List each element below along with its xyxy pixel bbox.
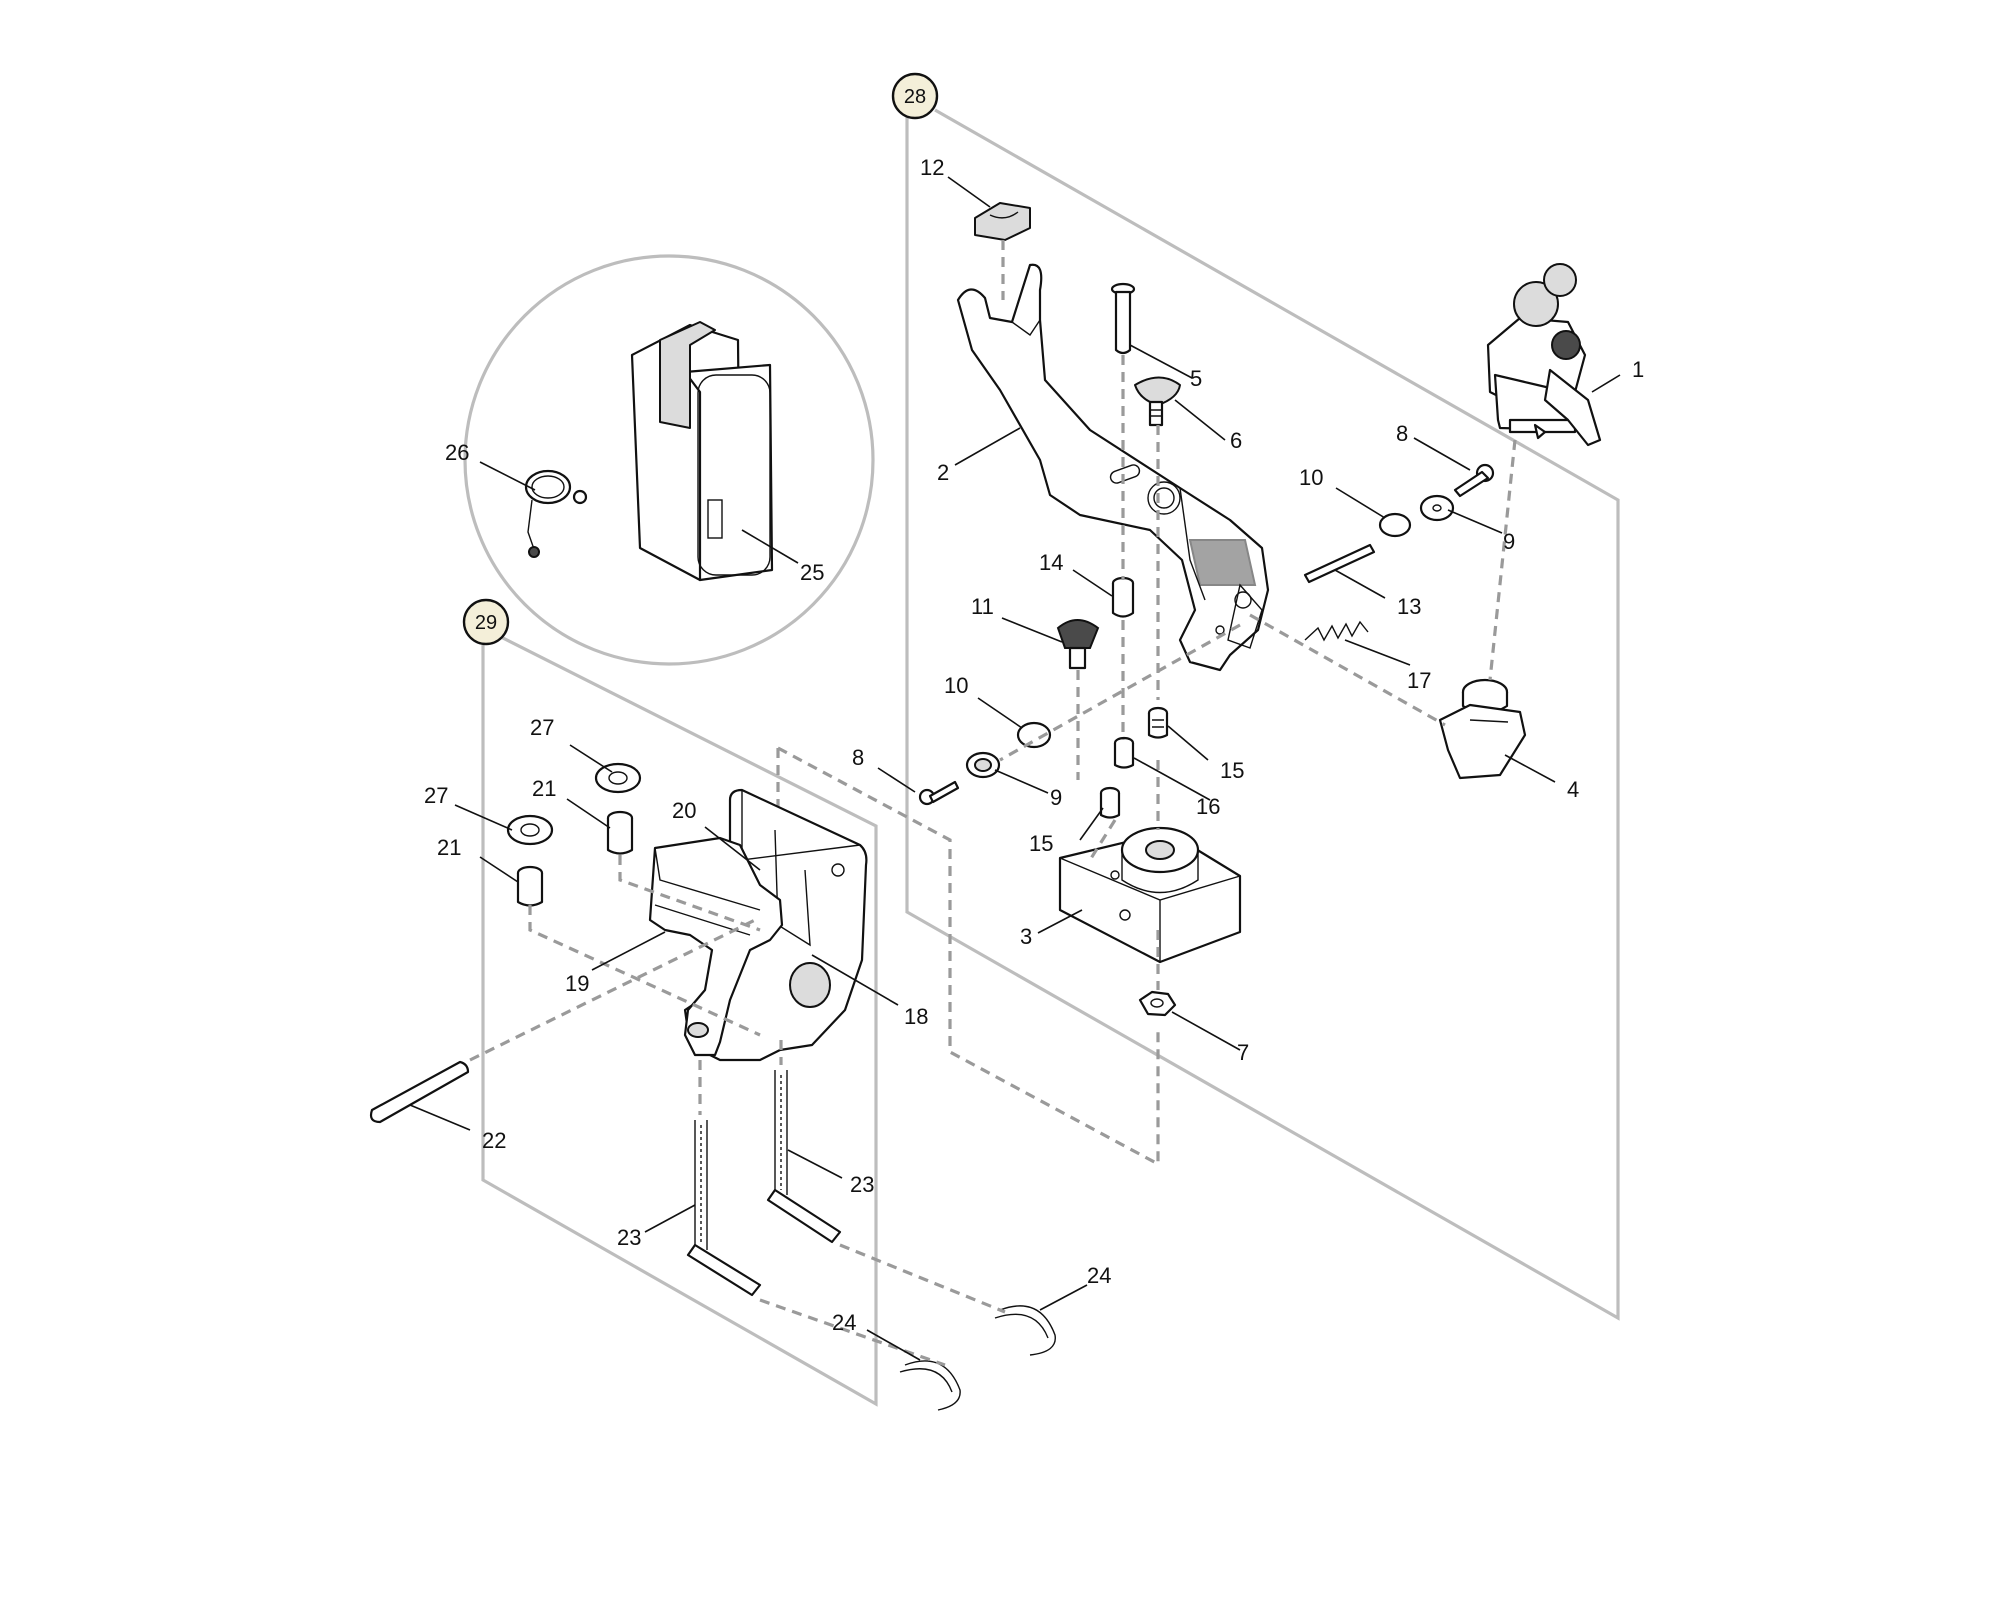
callout-27b: 27	[424, 783, 448, 808]
sleeve-part-16	[1113, 736, 1135, 769]
callout-13: 13	[1397, 594, 1421, 619]
callout-4: 4	[1567, 777, 1579, 802]
bushing-part-21b	[516, 865, 544, 907]
callout-16: 16	[1196, 794, 1220, 819]
group-marker-29-text: 29	[475, 612, 497, 634]
callout-8a: 8	[1396, 421, 1408, 446]
callout-15a: 15	[1220, 758, 1244, 783]
callout-26: 26	[445, 440, 469, 465]
callout-1: 1	[1632, 357, 1644, 382]
assembly-frame-29	[481, 633, 878, 1407]
washer-part-27a	[594, 762, 642, 794]
washer-part-10b	[1016, 721, 1052, 749]
pin-part-22	[369, 1060, 470, 1124]
callout-17: 17	[1407, 668, 1431, 693]
group-marker-28-text: 28	[904, 86, 926, 108]
callout-labels: 1 2 3 4 5 6 7 8 8 9 9 10 10 11 12 13 14 …	[424, 155, 1644, 1335]
bushing-part-21a	[606, 810, 634, 855]
arm-part-2	[956, 263, 1270, 672]
callout-6: 6	[1230, 428, 1242, 453]
callout-7: 7	[1237, 1040, 1249, 1065]
assembly-frame-28	[905, 108, 1620, 1321]
callout-8b: 8	[852, 745, 864, 770]
washer-part-10a	[1378, 512, 1412, 538]
bolt-part-5	[1110, 282, 1136, 355]
callout-25: 25	[800, 560, 824, 585]
group-marker-28: 28	[891, 72, 939, 120]
callout-24a: 24	[1087, 1263, 1111, 1288]
callout-15b: 15	[1029, 831, 1053, 856]
sleeve-part-15b	[1099, 786, 1121, 819]
callout-9a: 9	[1503, 529, 1515, 554]
callout-23b: 23	[850, 1172, 874, 1197]
washer-part-27b	[506, 814, 554, 846]
callout-11: 11	[971, 594, 994, 619]
screw-part-8a	[1453, 463, 1495, 498]
callout-21a: 21	[532, 776, 556, 801]
spring-rod-part-23a	[686, 1120, 762, 1297]
assembly-paths	[469, 240, 1517, 1367]
clamp-head-part-1	[1486, 263, 1602, 447]
nut-part-7	[1138, 990, 1177, 1017]
spring-part-17	[1304, 620, 1369, 642]
pin-part-13	[1303, 543, 1376, 584]
leader-lines	[409, 176, 1621, 1361]
callout-23a: 23	[617, 1225, 641, 1250]
callout-10a: 10	[1299, 465, 1323, 490]
callout-2: 2	[937, 460, 949, 485]
callout-21b: 21	[437, 835, 461, 860]
group-marker-29: 29	[462, 598, 510, 646]
latch-part-4	[1438, 678, 1527, 780]
knob-part-6	[1134, 376, 1181, 427]
base-block-part-3	[1058, 826, 1242, 964]
cradle-part-19	[648, 836, 784, 1057]
callout-9b: 9	[1050, 785, 1062, 810]
callout-12: 12	[920, 155, 944, 180]
callout-14: 14	[1039, 550, 1063, 575]
clip-part-24a	[994, 1305, 1056, 1356]
sleeve-part-15a	[1147, 706, 1169, 739]
washer-part-9a	[1419, 494, 1455, 522]
washer-part-9b	[965, 751, 1001, 779]
callout-3: 3	[1020, 924, 1032, 949]
cap-part-12	[974, 202, 1031, 241]
callout-5: 5	[1190, 366, 1202, 391]
spring-rod-part-23b	[766, 1070, 842, 1244]
callout-20: 20	[672, 798, 696, 823]
callout-22: 22	[482, 1128, 506, 1153]
callout-24b: 24	[832, 1310, 856, 1335]
ring-clip-part-26	[524, 469, 588, 558]
knob-part-11	[1056, 619, 1100, 670]
screw-part-8b	[918, 780, 960, 806]
callout-18: 18	[904, 1004, 928, 1029]
callout-27a: 27	[530, 715, 554, 740]
callout-19: 19	[565, 971, 589, 996]
clip-part-24b	[899, 1360, 961, 1411]
bushing-part-14	[1111, 576, 1135, 618]
detail-circle	[463, 254, 875, 666]
cover-bag-part-25	[630, 321, 774, 582]
callout-10b: 10	[944, 673, 968, 698]
